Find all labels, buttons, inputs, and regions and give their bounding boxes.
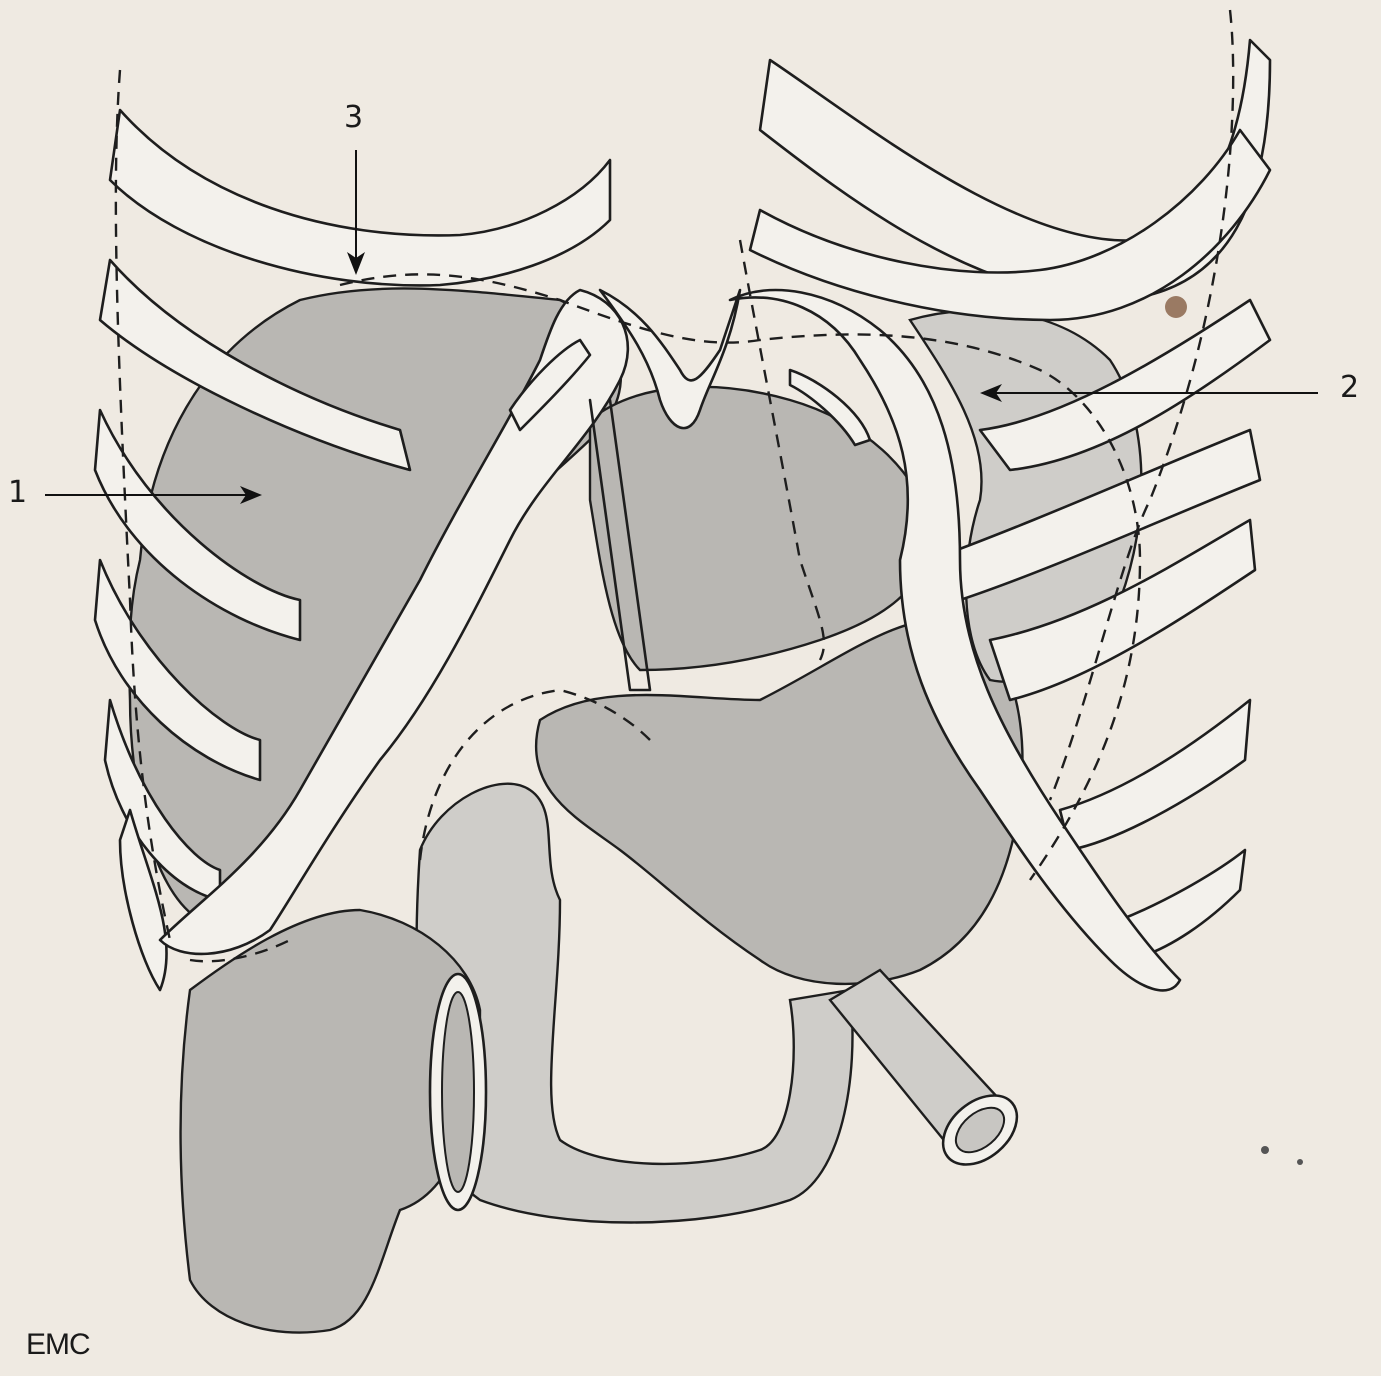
label-1: 1 <box>8 475 27 510</box>
pointer-3 <box>347 150 365 275</box>
paper-speck <box>1297 1159 1303 1165</box>
colon-lumen <box>442 992 474 1192</box>
label-2: 2 <box>1340 370 1359 405</box>
paper-stain <box>1165 296 1187 318</box>
paper-speck <box>1261 1146 1269 1154</box>
label-3: 3 <box>344 100 363 135</box>
emc-watermark: EMC <box>26 1328 90 1362</box>
